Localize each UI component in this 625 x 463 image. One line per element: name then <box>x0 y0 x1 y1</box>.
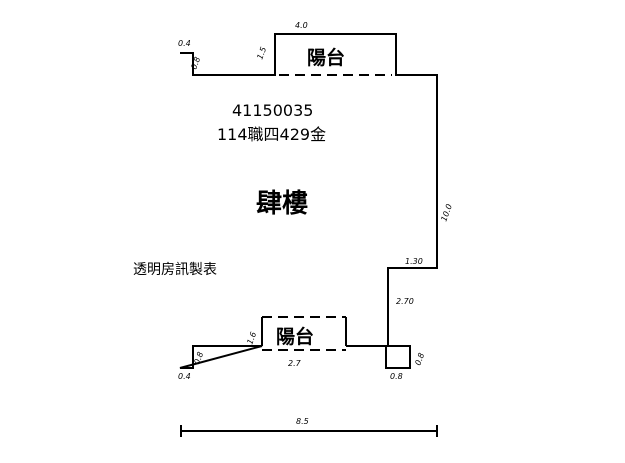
dim-top-balcony-depth: 1.5 <box>255 46 268 61</box>
dim-top-balcony-width: 4.0 <box>295 21 308 30</box>
dim-total-width: 8.5 <box>296 417 309 426</box>
dim-bottom-right-step-w: 0.8 <box>390 372 403 381</box>
dim-bottom-left-step-w: 0.4 <box>178 372 191 381</box>
dim-top-left-step-w: 0.4 <box>178 39 191 48</box>
case-number: 41150035 <box>232 101 314 120</box>
dim-bottom-left-step-h: 0.8 <box>192 351 205 366</box>
dim-bottom-balcony-depth: 1.6 <box>245 331 258 346</box>
dim-right-wall: 10.0 <box>439 203 454 223</box>
bottom-balcony-sides <box>261 317 347 346</box>
watermark: 透明房訊製表 <box>133 262 217 278</box>
dim-bottom-balcony-width: 2.7 <box>288 359 302 368</box>
main-outline <box>179 33 438 369</box>
dim-bottom-right-step-h: 0.8 <box>413 352 426 367</box>
case-address: 114職四429金 <box>217 125 327 144</box>
top-balcony-label: 陽台 <box>307 46 345 69</box>
floor-label: 肆樓 <box>256 188 308 219</box>
bottom-balcony-label: 陽台 <box>276 325 314 348</box>
dim-top-left-step-h: 0.8 <box>189 56 202 71</box>
dim-right-step: 1.30 <box>405 257 423 266</box>
dim-right-lower: 2.70 <box>396 297 414 306</box>
